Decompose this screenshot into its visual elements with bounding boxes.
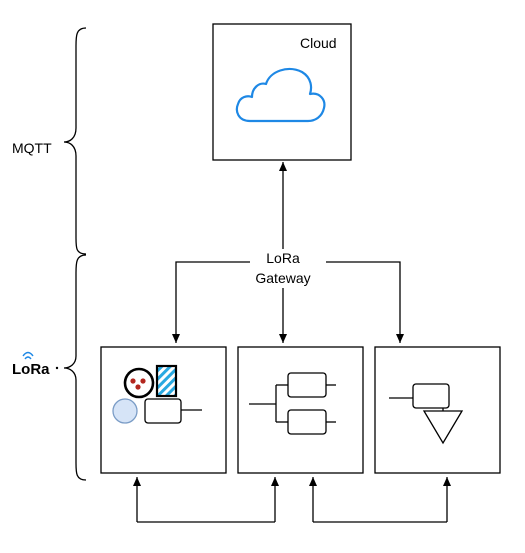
device-box-3	[374, 346, 501, 474]
cloud-icon	[235, 67, 326, 123]
cloud-box	[212, 23, 352, 161]
svg-text:LoRa: LoRa	[12, 361, 50, 378]
flowchart-icon	[249, 372, 336, 435]
gateway-label-line2: Gateway	[255, 270, 310, 286]
lora-brace	[63, 254, 87, 481]
mqtt-brace	[63, 27, 87, 255]
triangle-block-icon	[389, 383, 464, 445]
gateway-label-line1: LoRa	[266, 250, 300, 266]
cloud-label: Cloud	[300, 35, 337, 51]
sensor-icon	[112, 364, 202, 424]
mqtt-label: MQTT	[12, 140, 52, 156]
gateway-to-device1-arrow	[172, 261, 250, 343]
gateway-to-device3-arrow	[326, 261, 404, 343]
lora-logo-icon: LoRa	[12, 351, 59, 378]
